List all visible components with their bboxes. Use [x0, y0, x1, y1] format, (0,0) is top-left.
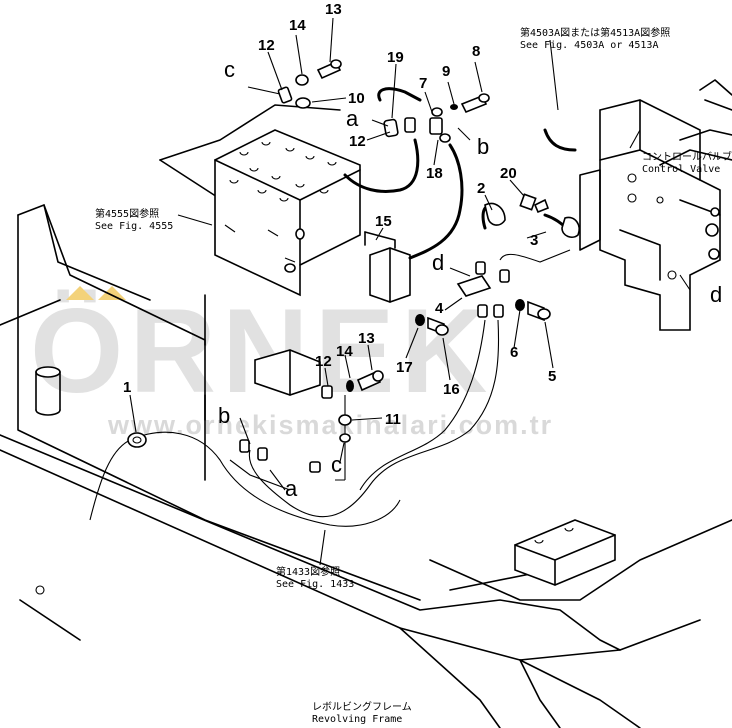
callout-12-top: 12: [258, 37, 275, 54]
ref-fig4503-en: See Fig. 4503A or 4513A: [520, 40, 658, 51]
ref-fig4555-jp: 第4555図参照: [95, 207, 159, 220]
watermark-url: www.ornekismakinalari.com.tr: [107, 410, 553, 440]
callout-9: 9: [442, 63, 450, 80]
letter-d-right: d: [710, 282, 722, 307]
callout-20: 20: [500, 165, 517, 182]
leader-lines: [129, 17, 691, 566]
callout-6: 6: [510, 344, 518, 361]
watermark-accent: [66, 286, 94, 300]
ref-control-valve-jp: コントロールバルブ: [642, 150, 732, 163]
callout-1: 1: [123, 379, 131, 396]
callout-16: 16: [443, 381, 460, 398]
callout-13-low: 13: [358, 330, 375, 347]
callout-14-top: 14: [289, 17, 306, 34]
letter-b-low: b: [218, 403, 230, 428]
callout-numbers: 1 2 3 4 5 6 7 8 9 10 11 12 12 12 13 13 1…: [123, 1, 556, 428]
grommet-part: [127, 432, 147, 448]
fittings: [239, 59, 580, 473]
callout-14-low: 14: [336, 343, 353, 360]
callout-17: 17: [396, 359, 413, 376]
letter-d-left: d: [432, 250, 444, 275]
letter-c-low: c: [331, 452, 342, 477]
callout-5: 5: [548, 368, 556, 385]
solenoid-box-part: [364, 231, 411, 303]
callout-7: 7: [419, 75, 427, 92]
callout-15: 15: [375, 213, 392, 230]
ref-fig4503-jp: 第4503A図または第4513A図参照: [520, 26, 670, 39]
letter-a-top: a: [346, 106, 359, 131]
ref-fig1433-jp: 第1433図参照: [276, 565, 340, 578]
watermark-accent: [98, 286, 126, 300]
callout-12-low: 12: [315, 353, 332, 370]
callout-2: 2: [477, 180, 485, 197]
callout-8: 8: [472, 43, 480, 60]
connection-letters: a a b b c c d d: [218, 57, 722, 501]
callout-3: 3: [530, 232, 538, 249]
callout-11: 11: [385, 411, 401, 428]
wiring-harness: [89, 87, 577, 527]
lower-bracket: [254, 349, 321, 396]
callout-4: 4: [435, 300, 444, 317]
callout-13-top: 13: [325, 1, 342, 18]
bracket-plate: [214, 129, 361, 297]
ref-frame-jp: レボルビングフレーム: [312, 700, 412, 713]
ref-fig4555-en: See Fig. 4555: [95, 221, 173, 232]
control-valve: [579, 79, 732, 331]
figure-references: 第4503A図または第4513A図参照 See Fig. 4503A or 45…: [95, 26, 732, 725]
ref-frame-en: Revolving Frame: [312, 714, 402, 725]
callout-18: 18: [426, 165, 443, 182]
ref-control-valve-en: Control Valve: [642, 164, 720, 175]
callout-10: 10: [348, 90, 365, 107]
letter-b-top: b: [477, 134, 489, 159]
ref-fig1433-en: See Fig. 1433: [276, 579, 354, 590]
watermark-logo: ÖRNEK: [30, 284, 493, 418]
cylinder-part: [35, 366, 61, 416]
letter-c-top: c: [224, 57, 235, 82]
mounting-block: [514, 519, 616, 586]
letter-a-low: a: [285, 476, 298, 501]
revolving-frame: [0, 104, 732, 728]
callout-19: 19: [387, 49, 404, 66]
callout-12-mid: 12: [349, 133, 366, 150]
